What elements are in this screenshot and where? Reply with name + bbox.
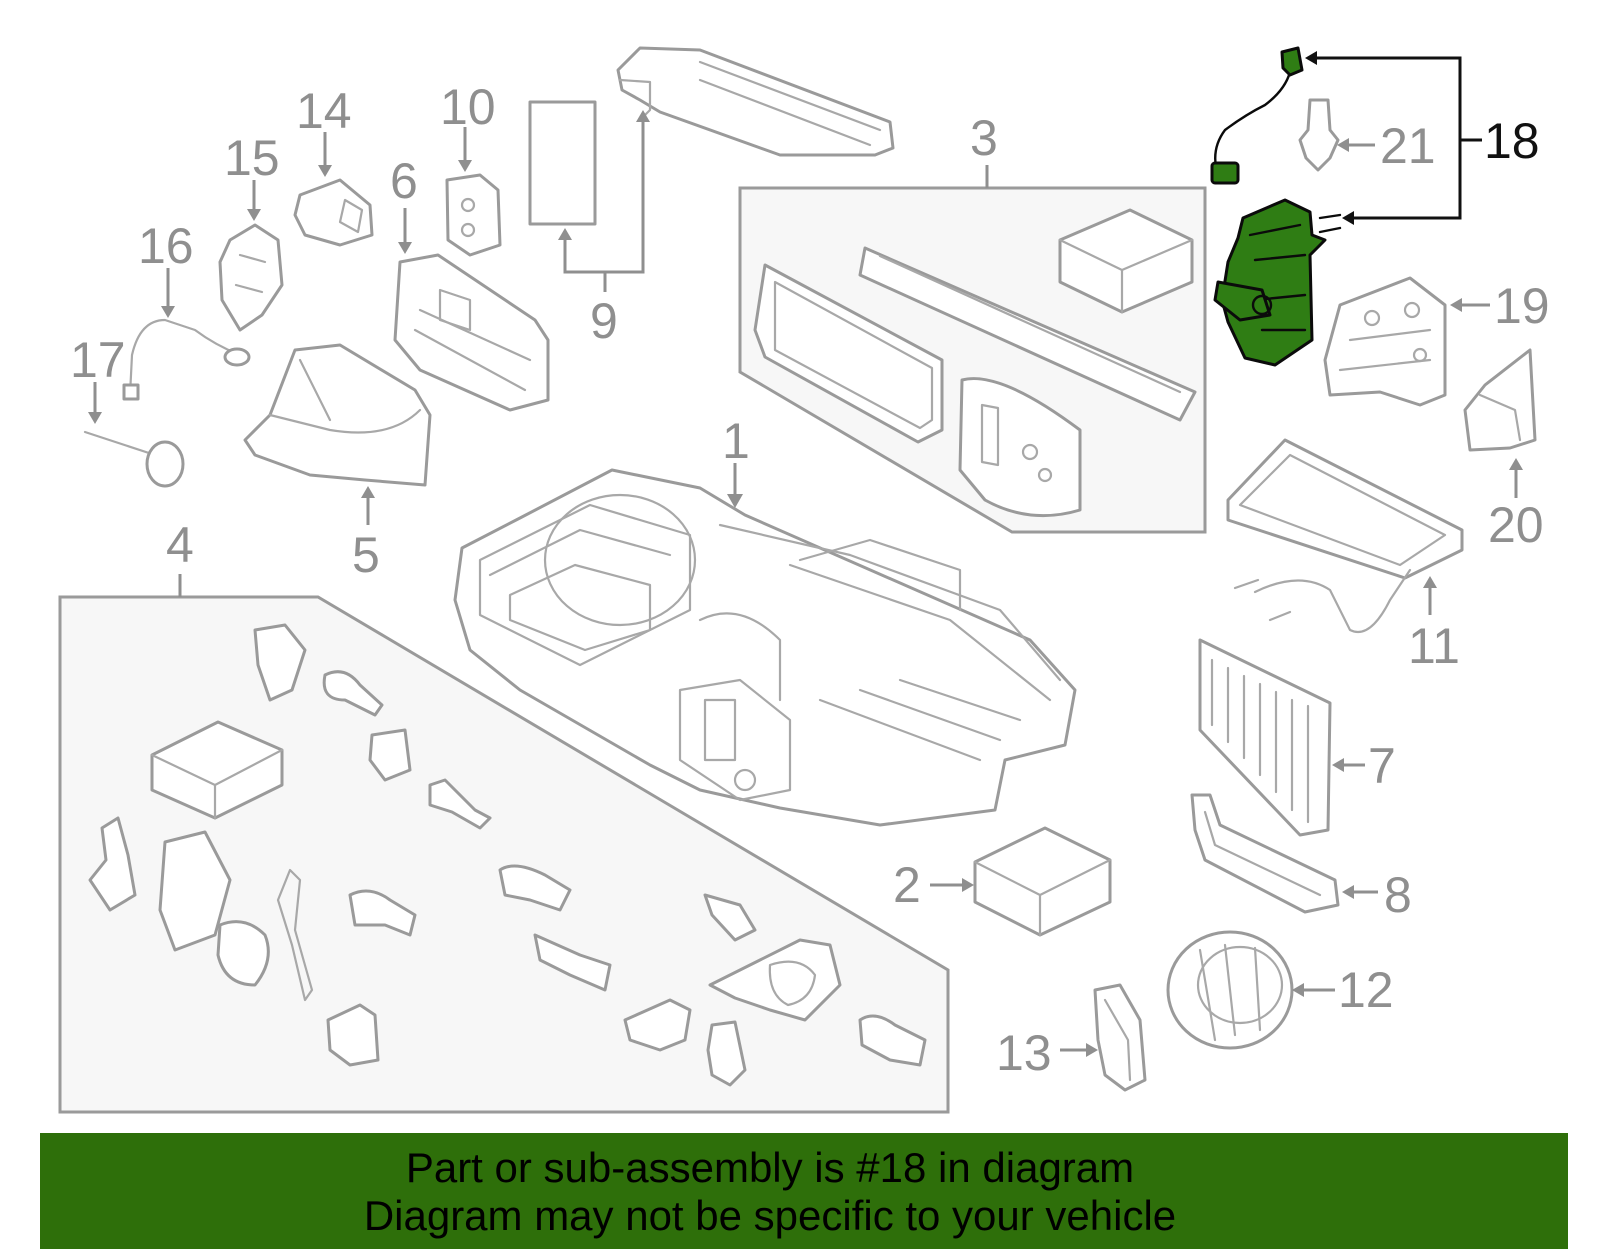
callout-7: 7 (1368, 738, 1396, 794)
part-12-blower[interactable] (1166, 930, 1335, 1050)
callout-16: 16 (138, 218, 194, 274)
callout-17: 17 (70, 332, 126, 388)
callout-13: 13 (996, 1025, 1052, 1081)
callout-12: 12 (1338, 962, 1394, 1018)
callout-3: 3 (970, 110, 998, 166)
callout-8: 8 (1384, 867, 1412, 923)
callout-2: 2 (893, 857, 921, 913)
banner-line-part: Part or sub-assembly is #18 in diagram (405, 1144, 1135, 1191)
callout-9: 9 (590, 293, 618, 349)
callout-1: 1 (722, 413, 750, 469)
part-3-kit[interactable] (738, 165, 1207, 534)
callout-10: 10 (440, 79, 496, 135)
part-9-evaporator[interactable] (528, 46, 895, 292)
part-16-sensor[interactable] (122, 268, 251, 401)
part-14-actuator[interactable] (293, 132, 374, 247)
part-1-hvac-housing[interactable] (453, 463, 1077, 827)
callout-5: 5 (352, 527, 380, 583)
part-18-highlighted[interactable] (1210, 46, 1342, 367)
callout-4: 4 (166, 517, 194, 573)
part-4-kit[interactable] (58, 574, 950, 1114)
part-6-panel[interactable] (393, 208, 550, 412)
part-21-sensor[interactable] (1298, 98, 1375, 172)
info-banner: Part or sub-assembly is #18 in diagram D… (40, 1133, 1568, 1249)
callout-21: 21 (1380, 118, 1436, 174)
part-15-actuator[interactable] (218, 180, 284, 332)
callout-11: 11 (1408, 618, 1460, 674)
part-10-valve[interactable] (445, 127, 502, 257)
callout-14: 14 (296, 83, 352, 139)
part-19-bracket[interactable] (1323, 276, 1490, 407)
part-7-filter[interactable] (1198, 638, 1365, 837)
part-17-sensor[interactable] (83, 382, 185, 488)
callout-19: 19 (1494, 278, 1550, 334)
part-5-duct[interactable] (243, 343, 432, 525)
callout-6: 6 (390, 153, 418, 209)
part-20-bracket[interactable] (1463, 348, 1537, 498)
part-11-heater-core[interactable] (1226, 438, 1464, 633)
part-2-box[interactable] (930, 826, 1112, 937)
callout-18-leader (1305, 51, 1482, 225)
part-13-resistor[interactable] (1060, 983, 1147, 1092)
callout-20: 20 (1488, 497, 1544, 553)
part-8-seal[interactable] (1190, 793, 1378, 914)
callout-15: 15 (224, 130, 280, 186)
callout-18: 18 (1484, 113, 1540, 169)
banner-line-disclaimer: Diagram may not be specific to your vehi… (363, 1192, 1177, 1239)
